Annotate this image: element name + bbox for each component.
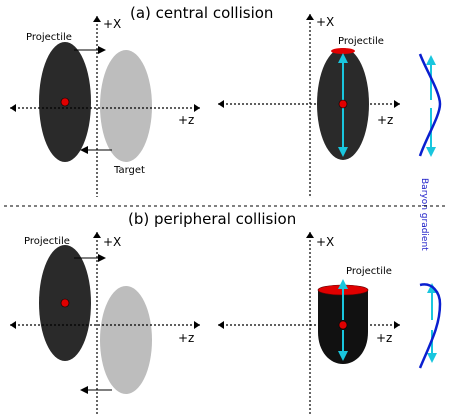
projectile-label-a-right: Projectile bbox=[338, 36, 384, 47]
projectile-center-dot-b bbox=[60, 298, 70, 308]
z-axis-a-left-pos-arrow bbox=[194, 104, 200, 112]
baryon-gradient-label: Baryon gradient bbox=[419, 178, 429, 251]
projectile-label-b: Projectile bbox=[24, 236, 70, 247]
compressed-center-dot-b bbox=[338, 320, 348, 330]
panel-b-title: (b) peripheral collision bbox=[128, 210, 296, 228]
z-axis-label-b-right: +z bbox=[376, 331, 392, 345]
x-axis-b-right-arrow bbox=[306, 232, 314, 238]
x-axis-label-b-right: +X bbox=[316, 235, 334, 249]
z-axis-label-a-right: +z bbox=[377, 113, 393, 127]
compressed-center-dot-a bbox=[338, 99, 348, 109]
z-axis-b-right-pos-arrow bbox=[394, 321, 400, 329]
projectile-label-b-right: Projectile bbox=[346, 266, 392, 277]
x-axis-a-left-arrow bbox=[93, 16, 101, 22]
z-axis-label-a-left: +z bbox=[178, 113, 194, 127]
projectile-center-dot-a bbox=[60, 97, 70, 107]
z-axis-b-right-neg-arrow bbox=[218, 321, 224, 329]
projectile-label-a: Projectile bbox=[26, 32, 72, 43]
x-axis-b-left-arrow bbox=[93, 232, 101, 238]
panel-a-title: (a) central collision bbox=[130, 4, 273, 22]
z-axis-b-left-neg-arrow bbox=[10, 321, 16, 329]
z-axis-a-right-pos-arrow bbox=[394, 100, 400, 108]
target-label-a: Target bbox=[113, 165, 145, 176]
baryon-gradient-curve-a bbox=[418, 53, 442, 157]
x-axis-label-a-right: +X bbox=[316, 15, 334, 29]
x-axis-label-b-left: +X bbox=[103, 235, 121, 249]
red-cap-a bbox=[331, 48, 355, 54]
z-axis-label-b-left: +z bbox=[178, 331, 194, 345]
x-axis-label-a-left: +X bbox=[103, 17, 121, 31]
x-axis-a-right-arrow bbox=[306, 14, 314, 20]
z-axis-b-left-pos-arrow bbox=[194, 321, 200, 329]
target-nucleus-a bbox=[100, 50, 152, 162]
z-axis-a-left-neg-arrow bbox=[10, 104, 16, 112]
z-axis-a-right-neg-arrow bbox=[218, 100, 224, 108]
target-nucleus-b bbox=[100, 286, 152, 394]
baryon-gradient-curve-b bbox=[418, 283, 442, 369]
